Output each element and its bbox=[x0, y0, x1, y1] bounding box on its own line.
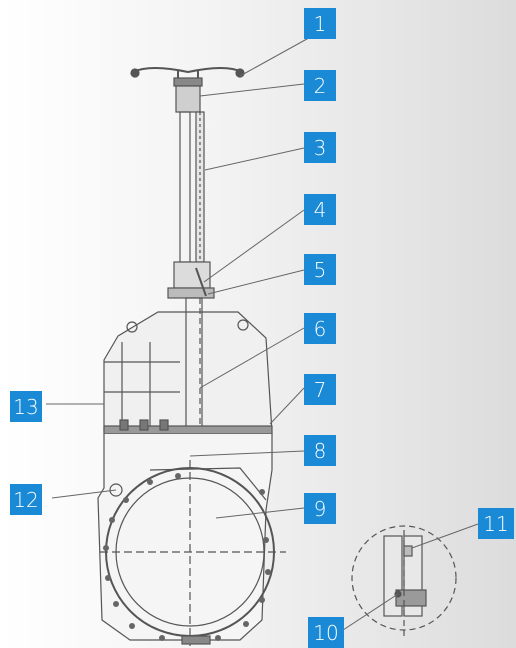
callout-8: 8 bbox=[304, 435, 336, 466]
callout-4: 4 bbox=[304, 194, 336, 225]
callout-6: 6 bbox=[304, 313, 336, 344]
callout-11: 11 bbox=[478, 508, 514, 539]
callout-5: 5 bbox=[304, 254, 336, 285]
lower-body bbox=[97, 434, 286, 646]
callout-2: 2 bbox=[304, 70, 336, 101]
callout-1: 1 bbox=[304, 8, 336, 39]
stem bbox=[179, 111, 205, 263]
callout-7: 7 bbox=[304, 374, 336, 405]
callout-13: 13 bbox=[10, 391, 42, 422]
callout-10: 10 bbox=[308, 617, 344, 648]
bonnet bbox=[103, 297, 273, 460]
leader-lines bbox=[46, 23, 479, 633]
callout-12: 12 bbox=[10, 484, 42, 515]
handwheel bbox=[130, 67, 245, 113]
callout-3: 3 bbox=[304, 132, 336, 163]
detail-view bbox=[351, 525, 457, 636]
callout-9: 9 bbox=[304, 493, 336, 524]
